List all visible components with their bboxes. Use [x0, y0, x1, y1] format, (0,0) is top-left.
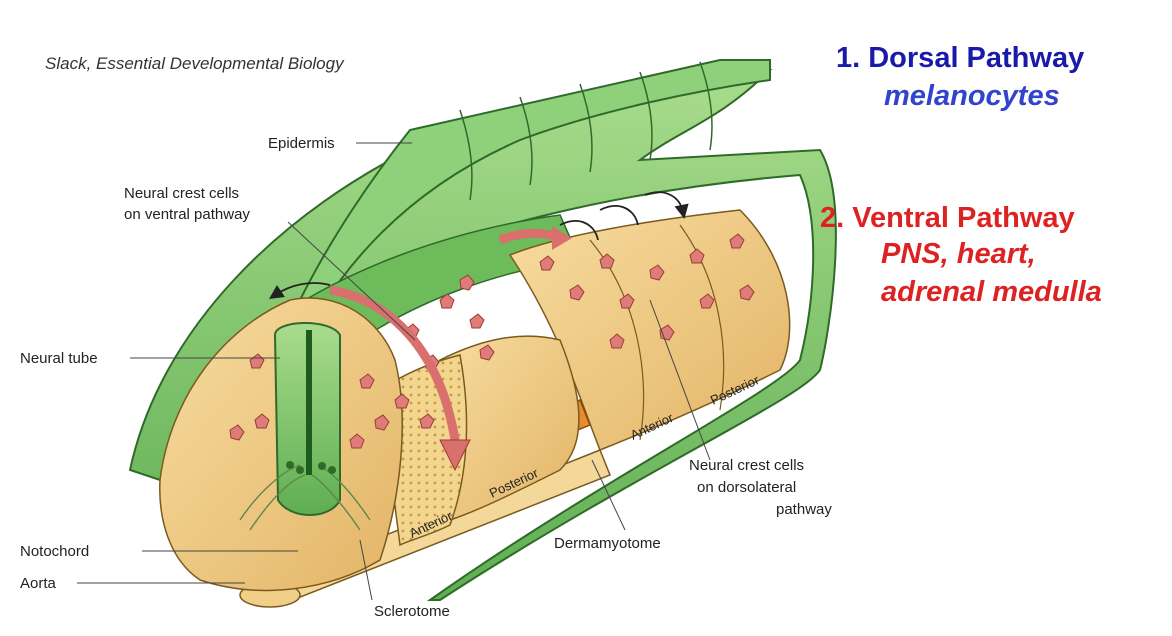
label-dermamyotome: Dermamyotome	[554, 535, 661, 552]
dorsolateral-arrows	[559, 191, 683, 241]
label-aorta: Aorta	[20, 575, 57, 592]
citation: Slack, Essential Developmental Biology	[45, 54, 344, 73]
label-sclerotome: Sclerotome	[374, 603, 450, 620]
label-neural-crest-ventral-2: on ventral pathway	[124, 206, 250, 223]
back-somite	[508, 209, 791, 451]
leader-lines	[77, 142, 711, 601]
dorsal-pathway-title: 1. Dorsal Pathway	[836, 42, 1085, 74]
label-neural-crest-dorsal-3: pathway	[776, 501, 832, 518]
label-epidermis: Epidermis	[268, 135, 335, 152]
label-notochord: Notochord	[20, 543, 89, 560]
dorsal-pathway-subtitle: melanocytes	[884, 80, 1060, 112]
front-somite-posterior	[439, 335, 580, 522]
label-neural-crest-dorsal-2: on dorsolateral	[697, 479, 796, 496]
label-neural-crest-ventral-1: Neural crest cells	[124, 185, 239, 202]
ventral-pathway-subtitle-1: PNS, heart,	[881, 238, 1036, 270]
dorsal-entry-arrow	[498, 228, 557, 245]
label-neural-crest-dorsal-1: Neural crest cells	[689, 457, 804, 474]
label-neural-tube: Neural tube	[20, 350, 98, 367]
ventral-pathway-title: 2. Ventral Pathway	[820, 202, 1075, 234]
left-curve-arrow	[269, 282, 331, 299]
ventral-pathway-subtitle-2: adrenal medulla	[881, 276, 1102, 308]
